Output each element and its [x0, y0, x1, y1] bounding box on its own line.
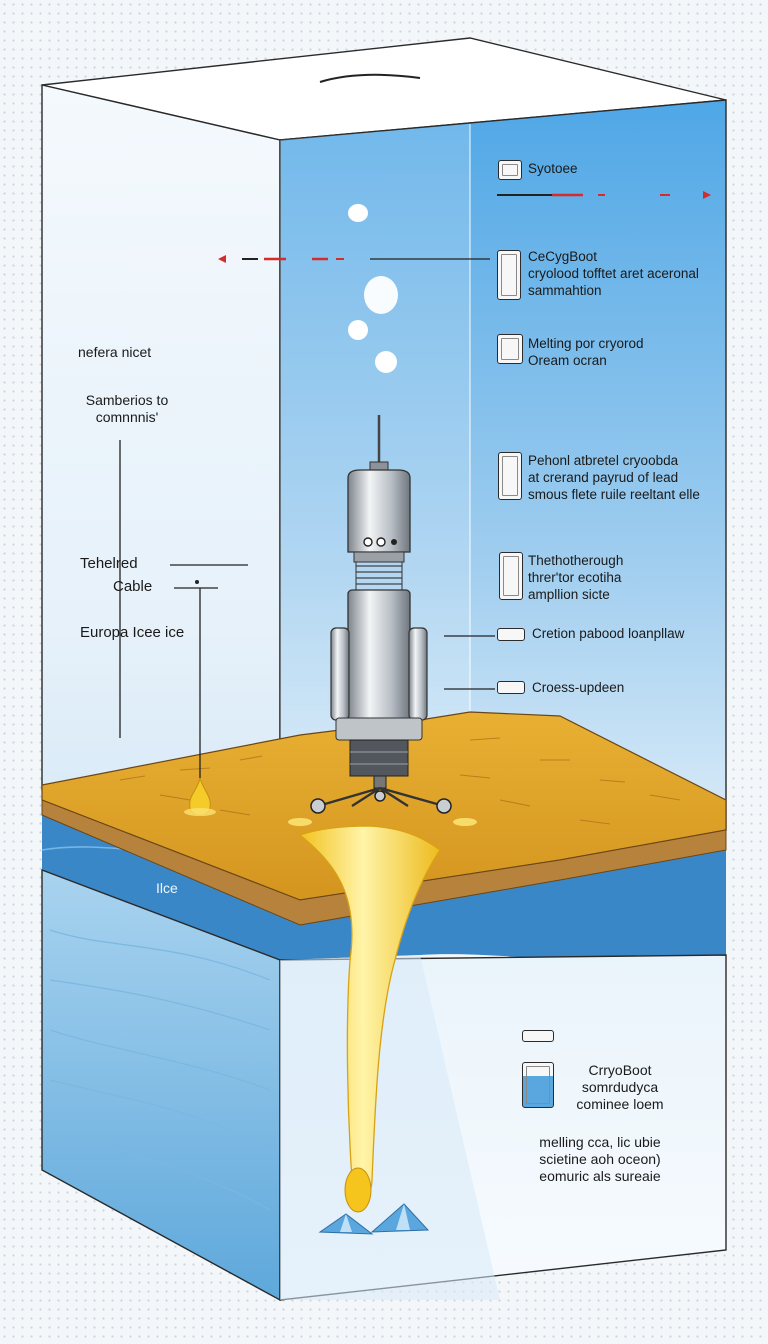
- right-label-thorough-line3: ampllion sicte: [528, 587, 610, 602]
- bottom-label-cryoboot: CrryoBoot somrdudyca cominee loem: [560, 1062, 680, 1113]
- right-label-cryobot: CeCygBoot cryolood tofftet aret aceronal…: [528, 248, 699, 299]
- bottom-label-melling: melling cca, lic ubie scietine aoh oceon…: [520, 1134, 680, 1185]
- left-label-europa: Europa Icee ice: [80, 624, 185, 641]
- left-label-tethered: Tehelred: [80, 555, 138, 572]
- slot-icon: [497, 628, 525, 641]
- bottom-label-melling-line1: melling cca, lic ubie: [539, 1134, 661, 1150]
- right-label-thorough-line1: Thethotherough: [528, 553, 624, 568]
- module-icon: [498, 452, 522, 500]
- left-label-samples-line1: Samberios to: [85, 392, 169, 408]
- meltwater-stream: [184, 777, 441, 1213]
- right-leader-lines: [444, 635, 495, 690]
- left-label-ice: Ilce: [156, 880, 178, 896]
- bottom-label-cryoboot-line3: cominee loem: [576, 1096, 664, 1112]
- slot-icon-2: [497, 681, 525, 694]
- battery-icon: [497, 250, 521, 300]
- left-label-samples: Samberios to comnnnis': [72, 392, 182, 426]
- right-label-cross: Croess-updeen: [532, 680, 625, 695]
- left-leader-lines: [119, 440, 248, 778]
- right-label-melting-line2: Oream ocran: [528, 353, 607, 368]
- water-sample-icon: [522, 1062, 554, 1108]
- right-label-payload-line1: Pehonl atbretel cryoobda: [528, 453, 679, 468]
- right-label-payload-line3: smous flete ruile reeltant elle: [528, 487, 700, 502]
- block-front-upper: [41, 84, 281, 861]
- panel-icon: [497, 334, 523, 364]
- ascending-bubbles: [348, 204, 398, 373]
- sensor-icon: [499, 552, 523, 600]
- bottom-label-melling-line3: eomuric als sureaie: [539, 1168, 661, 1184]
- ice-crystals: [318, 1203, 430, 1235]
- right-label-payload-line2: at crerand payrud of lead: [528, 470, 679, 485]
- measurement-markers: [218, 191, 711, 263]
- right-label-cryobot-line1: CeCygBoot: [528, 249, 598, 264]
- right-label-cryobot-line3: sammahtion: [528, 283, 602, 298]
- right-label-melting: Melting por cryorod Oream ocran: [528, 335, 644, 369]
- right-label-cryobot-line2: cryolood tofftet aret aceronal: [528, 266, 699, 281]
- right-label-payload: Pehonl atbretel cryoobda at crerand payr…: [528, 452, 700, 503]
- bottom-label-cryoboot-line1: CrryoBoot: [588, 1062, 652, 1078]
- cryobot-probe: [288, 461, 477, 826]
- right-label-melting-line1: Melting por cryorod: [528, 336, 644, 351]
- bottom-label-cryoboot-line2: somrdudyca: [581, 1079, 659, 1095]
- left-label-top: nefera nicet: [78, 344, 152, 360]
- right-label-thorough-line2: threr'tor ecotiha: [528, 570, 622, 585]
- left-label-samples-line2: comnnnis': [95, 409, 159, 425]
- right-label-cretion: Cretion pabood loanpllaw: [532, 626, 685, 641]
- device-icon: [498, 160, 522, 180]
- right-label-systoee: Syotoee: [528, 161, 578, 176]
- tray-icon: [522, 1030, 554, 1042]
- right-label-thorough: Thethotherough threr'tor ecotiha ampllio…: [528, 552, 623, 603]
- bottom-label-melling-line2: scietine aoh oceon): [539, 1151, 661, 1167]
- left-label-cable: Cable: [113, 578, 153, 595]
